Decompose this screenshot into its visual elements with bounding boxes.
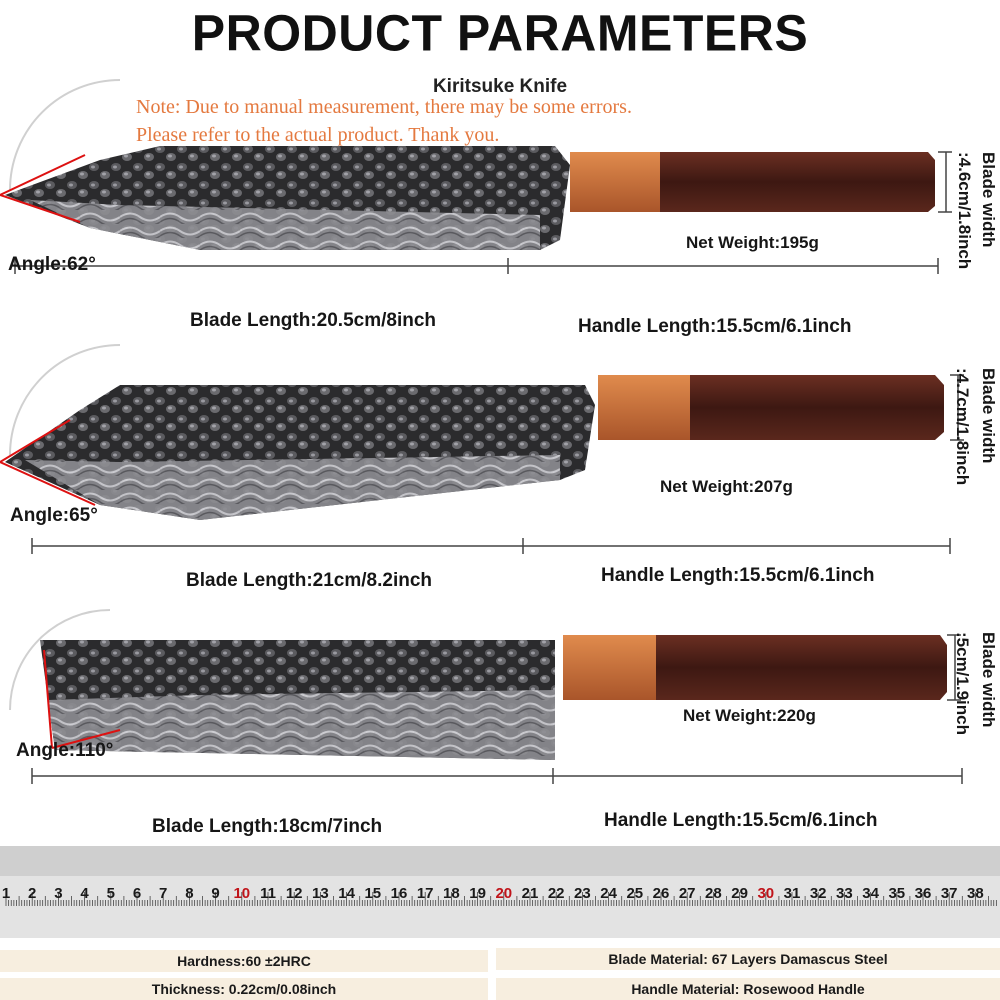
spec-thickness: Thickness: 0.22cm/0.08inch [0,978,488,1000]
ruler-number: 31 [784,885,801,902]
ruler-number: 10 [233,885,250,902]
ruler-number: 18 [443,885,460,902]
ruler-number: 20 [495,885,512,902]
ruler-number: 35 [888,885,905,902]
ruler-number: 30 [757,885,774,902]
ruler-number: 14 [338,885,355,902]
knife-1-handle-length: Handle Length:15.5cm/6.1inch [578,316,852,337]
ruler-number: 3 [54,885,62,902]
ruler-number: 21 [522,885,539,902]
ruler-number: 15 [364,885,381,902]
ruler-number: 34 [862,885,879,902]
ruler-number: 33 [836,885,853,902]
ruler-number: 25 [626,885,643,902]
ruler-number: 28 [705,885,722,902]
knife-3-blade-length: Blade Length:18cm/7inch [152,816,383,837]
knife-2-handle-length: Handle Length:15.5cm/6.1inch [601,565,875,586]
knife-1-net-weight: Net Weight:195g [686,233,819,252]
knife-1-blade-width-title: Blade width [979,152,998,248]
knife-2-blade-width-title: Blade width [979,368,998,464]
ruler-number: 1 [2,885,10,902]
ruler-number: 27 [679,885,696,902]
ruler-number: 16 [391,885,408,902]
knife-1-blade-length: Blade Length:20.5cm/8inch [190,310,437,331]
ruler-number: 19 [469,885,486,902]
dimension-lines [14,151,964,784]
ruler-number: 26 [653,885,670,902]
knife-3-blade-width-value: :5cm/1.9inch [953,632,972,735]
knife-3-angle: Angle:110° [16,740,114,761]
ruler-top-band [0,846,1000,876]
knife-1-angle: Angle:62° [8,254,96,275]
ruler-number: 2 [28,885,36,902]
knife-3-illustration [40,635,947,760]
ruler-number: 37 [941,885,958,902]
ruler-number: 7 [159,885,167,902]
ruler-number: 36 [915,885,932,902]
ruler-number: 8 [185,885,193,902]
spec-handle-material: Handle Material: Rosewood Handle [496,978,1000,1000]
measurement-note-line-1: Note: Due to manual measurement, there m… [136,96,632,118]
ruler-number: 5 [107,885,115,902]
knife-3-blade-width-title: Blade width [979,632,998,728]
ruler-number: 11 [260,885,276,902]
spec-hardness: Hardness:60 ±2HRC [0,950,488,972]
knife-1-illustration [0,146,935,250]
knife-1-blade-width-value: :4.6cm/1.8inch [955,152,974,270]
knife-2-net-weight: Net Weight:207g [660,477,793,496]
ruler-number: 29 [731,885,748,902]
ruler-number: 13 [312,885,329,902]
ruler-number: 24 [600,885,617,902]
knife-3-net-weight: Net Weight:220g [683,706,816,725]
ruler-number: 4 [80,885,89,902]
spec-blade-material: Blade Material: 67 Layers Damascus Steel [496,948,1000,970]
knife-3-handle-length: Handle Length:15.5cm/6.1inch [604,810,878,831]
measurement-note-line-2: Please refer to the actual product. Than… [136,124,500,146]
ruler-number: 6 [133,885,141,902]
knife-2-illustration [0,375,944,520]
knife-illustrations [0,79,964,784]
protractor-icon [9,79,121,711]
page-title: PRODUCT PARAMETERS [191,4,809,62]
knife-2-angle: Angle:65° [10,505,98,526]
ruler-number: 38 [967,885,984,902]
ruler-number: 23 [574,885,591,902]
ruler-number: 9 [211,885,219,902]
ruler-number: 32 [810,885,827,902]
product-subtitle: Kiritsuke Knife [432,76,568,97]
ruler-number: 17 [417,885,434,902]
ruler-number: 12 [286,885,303,902]
knife-2-blade-width-value: :4.7cm/1.8inch [953,368,972,486]
knife-2-blade-length: Blade Length:21cm/8.2inch [186,570,433,591]
ruler-number: 22 [548,885,565,902]
